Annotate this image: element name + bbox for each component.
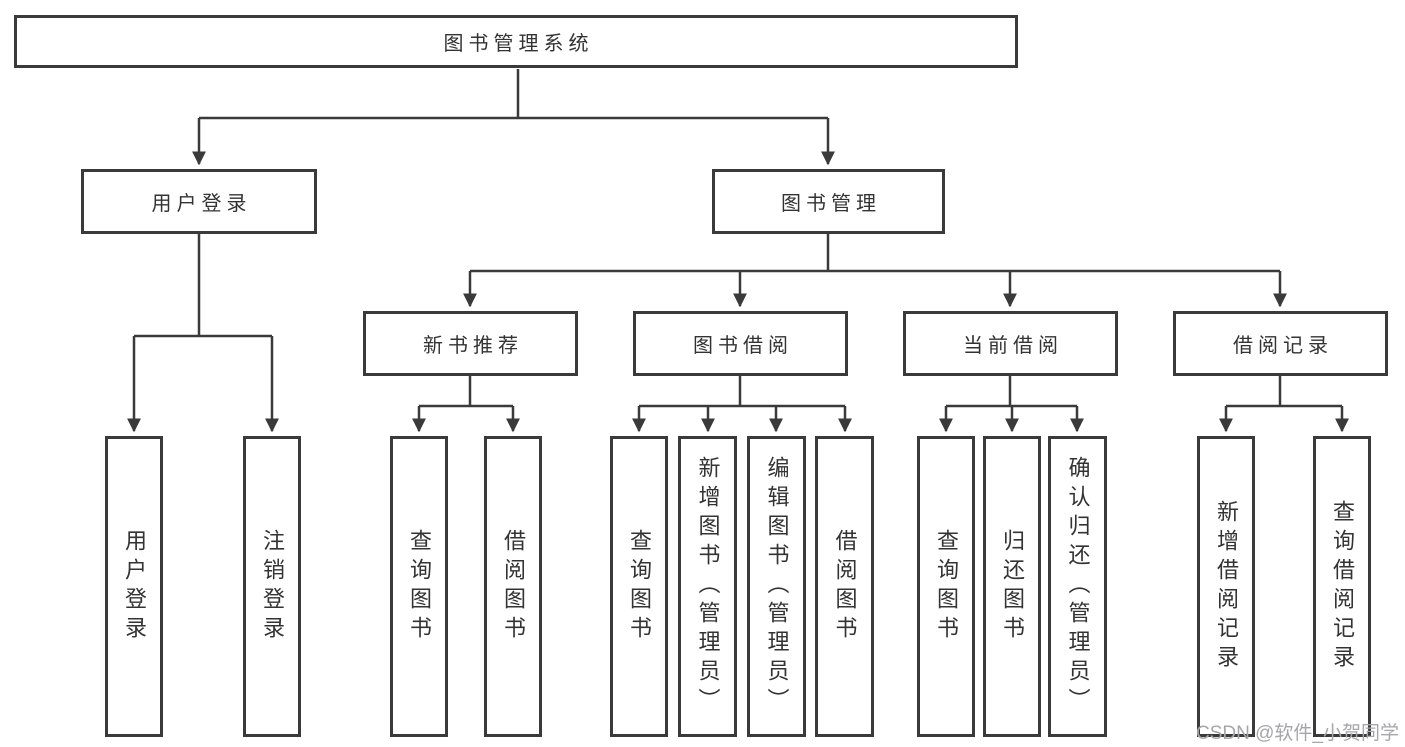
leaf-query-borrow-record: 查询借阅记录 [1313,436,1371,737]
node-current-borrowing: 当前借阅 [903,311,1118,376]
leaf-cur-return-book: 归还图书 [983,436,1041,737]
leaf-bor-borrow-books: 借阅图书 [815,436,874,737]
node-library-management-system: 图书管理系统 [14,15,1018,68]
node-book-management: 图书管理 [712,169,945,234]
leaf-add-borrow-record: 新增借阅记录 [1197,436,1255,737]
leaf-bor-query-books: 查询图书 [610,436,668,737]
leaf-rec-query-books: 查询图书 [390,436,448,737]
leaf-bor-add-book-admin: 新增图书（管理员） [678,436,737,737]
leaf-cur-query-books: 查询图书 [917,436,975,737]
node-borrowing-records: 借阅记录 [1173,311,1388,376]
leaf-bor-edit-book-admin: 编辑图书（管理员） [747,436,806,737]
node-user-login: 用户登录 [81,169,317,234]
node-new-book-recommend: 新书推荐 [363,311,578,376]
leaf-logout-login: 注销登录 [243,436,301,737]
node-book-borrowing: 图书借阅 [633,311,848,376]
leaf-user-login: 用户登录 [105,436,163,737]
leaf-rec-borrow-books: 借阅图书 [484,436,542,737]
connector-trunks [134,69,1342,408]
leaf-cur-confirm-return-admin: 确认归还（管理员） [1048,436,1107,737]
